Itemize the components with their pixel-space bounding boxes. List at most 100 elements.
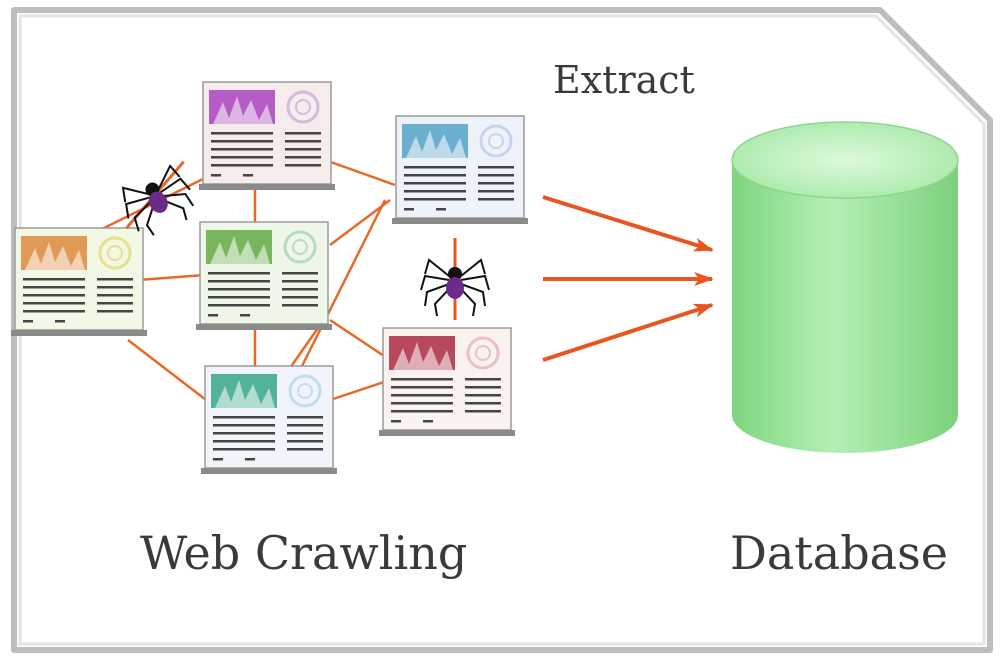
page-text-line <box>404 182 466 185</box>
page-text-line <box>465 394 501 397</box>
frame-shadow <box>18 14 986 646</box>
page-text-line <box>285 156 321 159</box>
page-text-line <box>208 314 218 317</box>
web-crawling-label: Web Crawling <box>140 526 468 580</box>
extract-arrows <box>542 195 714 362</box>
page-text-line <box>97 278 133 281</box>
page-text-line <box>243 174 253 177</box>
page-text-line <box>240 314 250 317</box>
spider-head <box>448 267 462 281</box>
spiders <box>121 160 490 320</box>
spider-body <box>446 277 464 299</box>
page-base <box>11 330 147 336</box>
page-text-line <box>404 208 414 211</box>
page-text-line <box>55 320 65 323</box>
page-text-line <box>23 320 33 323</box>
page-text-line <box>208 296 270 299</box>
page-text-line <box>23 294 85 297</box>
page-text-line <box>213 424 275 427</box>
page-text-line <box>285 132 321 135</box>
web-page-orange <box>11 227 147 336</box>
web-page-red <box>379 327 515 436</box>
page-globe-inner <box>107 245 123 261</box>
page-text-line <box>287 440 323 443</box>
page-text-line <box>404 166 466 169</box>
page-text-line <box>478 166 514 169</box>
page-text-line <box>211 132 273 135</box>
page-text-line <box>97 302 133 305</box>
database-label: Database <box>730 526 948 580</box>
page-text-line <box>97 286 133 289</box>
page-base <box>392 218 528 224</box>
page-text-line <box>478 190 514 193</box>
spider-leg <box>162 199 188 221</box>
page-text-line <box>287 424 323 427</box>
spider-leg <box>460 283 486 307</box>
page-globe-icon <box>286 90 320 124</box>
page-text-line <box>211 156 273 159</box>
page-base <box>199 184 335 190</box>
page-globe-inner <box>292 239 308 255</box>
page-text-line <box>465 386 501 389</box>
database-body <box>732 160 958 453</box>
page-globe-icon <box>288 374 322 408</box>
database-cylinder <box>731 121 959 453</box>
page-text-line <box>436 208 446 211</box>
page-globe-inner <box>475 345 491 361</box>
spider-leg <box>433 287 451 317</box>
page-image-spikes <box>215 380 275 408</box>
page-text-line <box>213 440 275 443</box>
page-text-line <box>478 182 514 185</box>
page-text-line <box>423 420 433 423</box>
page-text-line <box>23 310 85 313</box>
link-line <box>127 339 211 404</box>
page-text-line <box>404 198 466 201</box>
link-line <box>324 158 396 187</box>
page-text-line <box>211 174 221 177</box>
spider-leg <box>460 258 486 277</box>
spider-leg <box>424 283 450 307</box>
spider-leg <box>424 258 450 277</box>
page-text-line <box>282 288 318 291</box>
link-line <box>288 327 320 369</box>
page-base <box>196 324 332 330</box>
page-text-line <box>391 386 453 389</box>
extract-arrow <box>542 195 714 252</box>
page-globe-inner <box>295 99 311 115</box>
page-text-line <box>287 416 323 419</box>
spider-icon <box>121 160 195 236</box>
page-text-line <box>213 458 223 461</box>
web-pages <box>11 81 528 474</box>
spider-leg <box>124 196 150 219</box>
page-base <box>201 468 337 474</box>
link-line <box>329 380 385 402</box>
page-globe-inner <box>488 133 504 149</box>
page-text-line <box>391 420 401 423</box>
extract-arrow <box>542 303 714 362</box>
page-text-line <box>23 286 85 289</box>
page-text-line <box>391 410 453 413</box>
web-page-teal <box>201 365 337 474</box>
page-text-line <box>245 458 255 461</box>
page-text-line <box>465 410 501 413</box>
page-text-line <box>282 304 318 307</box>
spider-body <box>148 191 168 213</box>
spider-leg <box>162 192 195 207</box>
page-text-line <box>97 294 133 297</box>
page-text-line <box>208 304 270 307</box>
spider-leg <box>460 274 490 291</box>
page-text-line <box>404 190 466 193</box>
page-text-line <box>285 140 321 143</box>
page-globe-inner <box>297 383 313 399</box>
spider-leg <box>459 287 477 317</box>
link-line <box>329 318 391 362</box>
page-text-line <box>391 378 453 381</box>
link-line <box>298 199 387 371</box>
page-image-spikes <box>213 96 273 124</box>
page-text-line <box>285 148 321 151</box>
page-base <box>379 430 515 436</box>
page-text-line <box>282 296 318 299</box>
page-text-line <box>282 272 318 275</box>
web-page-blue <box>392 115 528 224</box>
